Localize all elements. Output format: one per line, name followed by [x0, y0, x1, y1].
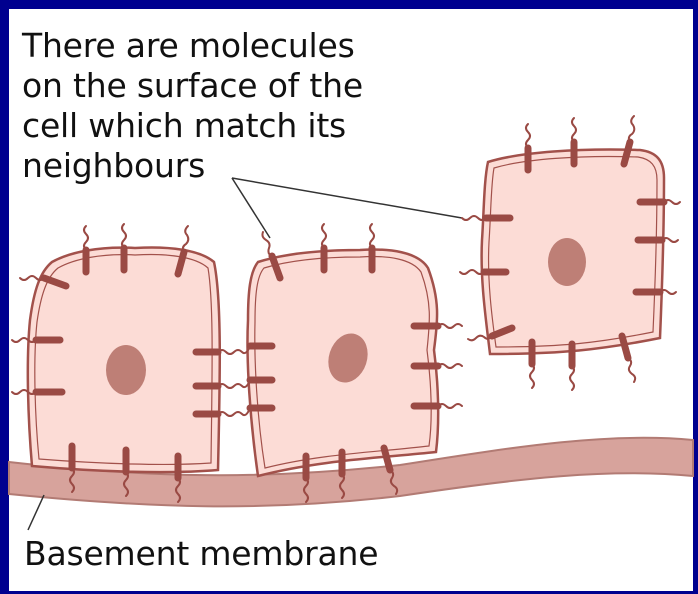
leader-line-to-cell-1 [232, 178, 270, 238]
molecule [370, 224, 374, 270]
cell-right [482, 150, 664, 355]
molecule [640, 200, 680, 204]
molecule [530, 342, 534, 388]
diagram-caption: There are molecules on the surface of th… [22, 26, 442, 186]
molecule [570, 344, 574, 390]
molecule [414, 324, 462, 328]
cell-middle [247, 250, 438, 476]
membrane-leader-line [28, 495, 44, 530]
molecule [638, 238, 678, 242]
cell-left-nucleus [106, 345, 146, 395]
molecule [414, 364, 462, 368]
molecule [414, 404, 462, 408]
molecule [322, 224, 326, 270]
molecule [12, 338, 60, 342]
molecule [636, 290, 676, 294]
molecule [572, 118, 576, 164]
cell-right-nucleus [548, 238, 586, 286]
molecule [526, 124, 530, 170]
basement-membrane-label: Basement membrane [24, 534, 378, 574]
molecule [462, 216, 510, 220]
molecule [12, 390, 62, 394]
molecule [122, 224, 126, 270]
molecule [84, 226, 88, 272]
molecule [460, 270, 506, 274]
